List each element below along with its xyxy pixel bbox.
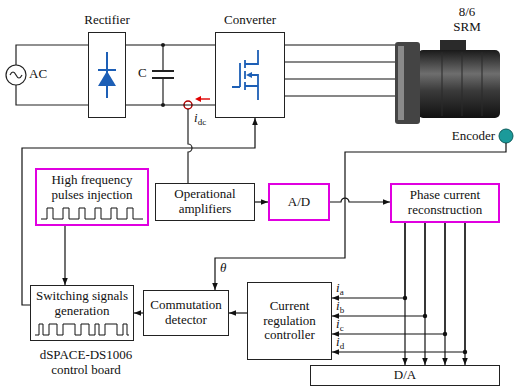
signal-arrow: [332, 223, 405, 298]
source-label: AC: [29, 67, 47, 82]
motor-block: 8/6 SRM: [395, 38, 505, 126]
wire-line: [285, 44, 395, 45]
board-label: dSPACE-DS1006 control board: [30, 348, 142, 378]
signal-label: ia: [336, 281, 344, 296]
signal-symbol: θ: [220, 260, 226, 275]
signal-arrow: [404, 223, 405, 365]
reconstruction-box: Phase current reconstruction: [390, 183, 500, 223]
signal-symbol: i: [336, 334, 340, 349]
ac-source-symbol: [6, 65, 26, 85]
signal-arrow: [332, 223, 425, 316]
converter-block: Converter: [215, 32, 285, 118]
switching-box: Switching signals generation: [30, 285, 134, 341]
pulse-waveform: [35, 324, 129, 335]
ac-wire: [16, 45, 88, 105]
signal-symbol: i: [194, 110, 198, 125]
signal-arrow: [229, 312, 247, 313]
wire-line: [285, 61, 395, 62]
box-title: Phase current reconstruction: [396, 188, 494, 218]
signal-arrow: [134, 312, 143, 313]
signal-subscript: a: [340, 287, 344, 297]
component-label: C: [138, 66, 147, 81]
motor-flange: [395, 42, 420, 124]
pulse-waveform: [41, 208, 143, 219]
wire-line: [285, 78, 395, 79]
signal-subscript: dc: [198, 117, 207, 127]
signal-symbol: i: [336, 316, 340, 331]
block-heading: 8/6 SRM: [450, 5, 484, 35]
signal-arrow: [424, 223, 425, 365]
controller-box: Current regulation controller: [247, 282, 332, 360]
sine-symbol: [10, 72, 22, 78]
wire-line: [126, 104, 215, 105]
box-title: High frequency pulses injection: [41, 173, 143, 203]
sensor-arrowhead: [195, 96, 201, 102]
sensor-wire: [188, 109, 192, 183]
signal-symbol: i: [336, 280, 340, 295]
injection-box: High frequency pulses injection: [35, 168, 149, 226]
signal-subscript: b: [340, 305, 345, 315]
encoder-block: Encoder: [499, 129, 513, 143]
rectifier-block: Rectifier: [88, 32, 126, 118]
signal-label: ic: [336, 317, 344, 332]
box-title: Operational amplifiers: [160, 187, 250, 217]
diode-symbol: [98, 71, 116, 86]
sensor-arrow: [200, 98, 210, 99]
signal-label: ib: [336, 299, 344, 314]
box-title: Current regulation controller: [252, 299, 327, 344]
capacitor-symbol: [152, 71, 174, 78]
signal-arrow: [444, 223, 445, 365]
signal-label: idc: [194, 111, 206, 126]
signal-arrow: [330, 198, 390, 202]
diode-symbol: [98, 52, 116, 98]
motor-rib: [442, 52, 482, 116]
signal-arrow: [215, 143, 506, 290]
signal-label: id: [336, 335, 344, 350]
wire-line: [126, 44, 215, 45]
converter-adc-box: A/D: [268, 183, 330, 221]
box-title: D/A: [394, 368, 416, 383]
box-title: Commutation detector: [148, 298, 224, 328]
signal-symbol: i: [336, 298, 340, 313]
pulse-waveform: [31, 321, 133, 337]
wire-line: [285, 95, 395, 96]
pulse-waveform: [37, 205, 147, 221]
signal-subscript: c: [340, 323, 344, 333]
motor-highlight: [398, 46, 404, 120]
motor-body: [418, 50, 500, 118]
signal-arrow: [22, 118, 255, 305]
signal-label: θ: [219, 261, 227, 276]
block-heading: Encoder: [452, 129, 495, 144]
signal-arrow: [64, 226, 65, 285]
block-heading: Rectifier: [84, 13, 129, 28]
amplifier-box: Operational amplifiers: [155, 183, 255, 221]
dac-box: D/A: [310, 365, 500, 386]
box-title: A/D: [288, 195, 310, 210]
mosfet-symbol: [246, 72, 252, 78]
signal-arrow: [255, 201, 268, 202]
signal-arrow: [464, 223, 465, 365]
commutation-box: Commutation detector: [143, 290, 229, 336]
encoder-symbol: [499, 129, 513, 143]
mosfet-symbol: [232, 50, 258, 100]
capacitor-lead: [162, 45, 163, 105]
box-title: Switching signals generation: [35, 289, 129, 319]
block-heading: Converter: [224, 13, 276, 28]
signal-subscript: d: [340, 341, 345, 351]
signal-arrow: [332, 223, 445, 334]
